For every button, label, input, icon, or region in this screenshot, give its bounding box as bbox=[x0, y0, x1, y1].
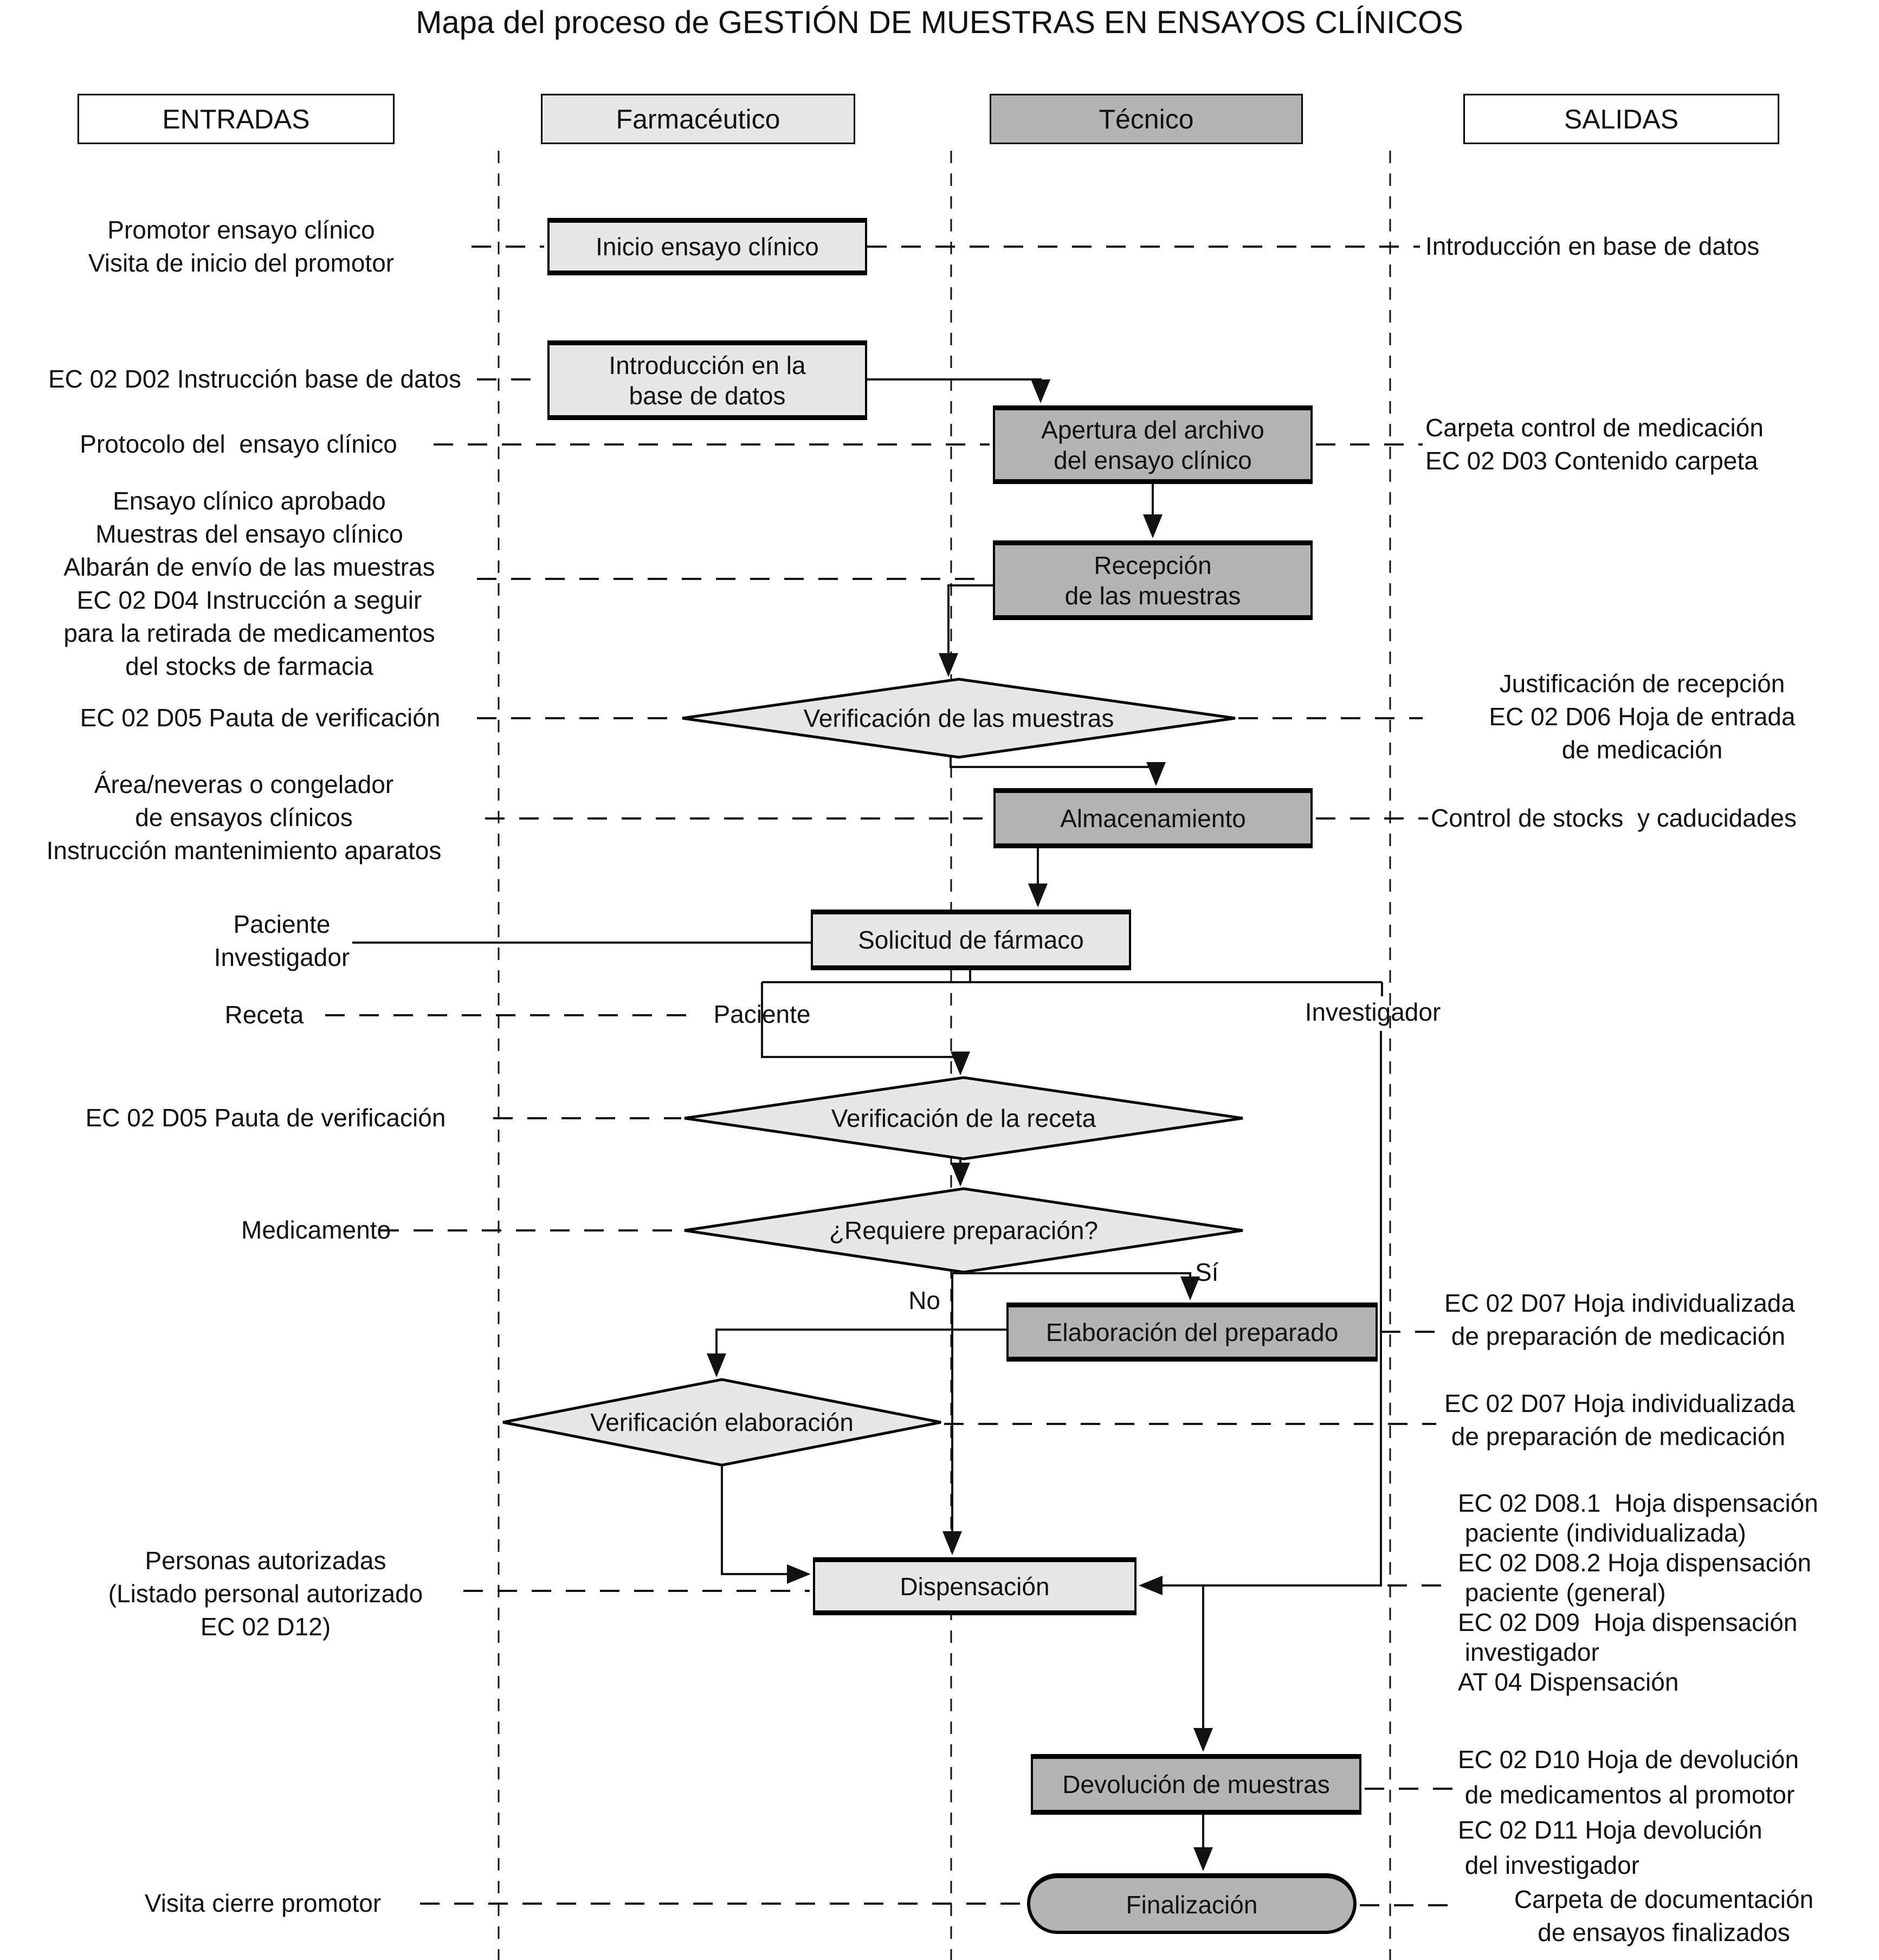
output-carpeta-control: Carpeta control de medicación EC 02 D03 … bbox=[1425, 414, 1764, 475]
output-hojas-dispensacion: EC 02 D08.1 Hoja dispensación paciente (… bbox=[1458, 1489, 1818, 1696]
node-inicio-ensayo: Inicio ensayo clínico bbox=[547, 218, 867, 275]
decision-verificacion-muestras-shape bbox=[682, 678, 1236, 759]
decision-verificacion-receta: Verificación de la receta bbox=[831, 1104, 1096, 1132]
node-finalizacion: Finalización bbox=[1027, 1873, 1357, 1934]
output-introduccion-bd: Introducción en base de datos bbox=[1425, 232, 1760, 260]
input-promotor: Promotor ensayo clínico Visita de inicio… bbox=[88, 216, 395, 277]
input-paciente-investigador: Paciente Investigador bbox=[214, 910, 350, 971]
input-medicamento: Medicamento bbox=[241, 1216, 391, 1244]
node-apertura-archivo: Apertura del archivo del ensayo clínico bbox=[993, 405, 1313, 484]
node-introduccion-bd: Introducción en la base de datos bbox=[547, 340, 867, 420]
output-justificacion: Justificación de recepción EC 02 D06 Hoj… bbox=[1489, 669, 1796, 764]
input-receta: Receta bbox=[224, 1001, 304, 1029]
input-protocolo: Protocolo del ensayo clínico bbox=[80, 430, 397, 458]
input-pauta-verificacion-2: EC 02 D05 Pauta de verificación bbox=[85, 1104, 446, 1132]
decision-verificacion-receta-shape bbox=[684, 1076, 1243, 1160]
output-control-stocks: Control de stocks y caducidades bbox=[1431, 804, 1797, 832]
edge-label-paciente: Paciente bbox=[713, 1000, 811, 1028]
node-recepcion-muestras: Recepción de las muestras bbox=[993, 540, 1313, 620]
node-devolucion-muestras: Devolución de muestras bbox=[1031, 1754, 1361, 1815]
input-pauta-verificacion-1: EC 02 D05 Pauta de verificación bbox=[80, 704, 441, 732]
input-personas-autorizadas: Personas autorizadas (Listado personal a… bbox=[108, 1546, 423, 1641]
node-dispensacion: Dispensación bbox=[813, 1557, 1137, 1615]
lane-header-salidas: SALIDAS bbox=[1463, 94, 1779, 144]
page-title: Mapa del proceso de GESTIÓN DE MUESTRAS … bbox=[416, 5, 1463, 40]
edge-label-no: No bbox=[908, 1286, 940, 1314]
output-hoja-individualizada-2: EC 02 D07 Hoja individualizada de prepar… bbox=[1444, 1389, 1795, 1450]
input-area-neveras: Área/neveras o congelador de ensayos clí… bbox=[46, 770, 442, 865]
decision-verificacion-elaboracion: Verificación elaboración bbox=[590, 1408, 854, 1436]
input-instruccion-bd: EC 02 D02 Instrucción base de datos bbox=[48, 365, 461, 393]
lane-header-entradas: ENTRADAS bbox=[78, 94, 395, 144]
output-hoja-individualizada-1: EC 02 D07 Hoja individualizada de prepar… bbox=[1444, 1289, 1795, 1350]
node-solicitud-farmaco: Solicitud de fármaco bbox=[811, 910, 1131, 970]
decision-verificacion-muestras: Verificación de las muestras bbox=[803, 704, 1114, 732]
decision-requiere-preparacion-shape bbox=[684, 1187, 1243, 1274]
input-visita-cierre: Visita cierre promotor bbox=[144, 1889, 382, 1917]
decision-requiere-preparacion: ¿Requiere preparación? bbox=[829, 1216, 1099, 1245]
input-ensayo-aprobado: Ensayo clínico aprobado Muestras del ens… bbox=[63, 487, 435, 680]
decision-verificacion-elaboracion-shape bbox=[502, 1378, 941, 1467]
edge-label-si: Sí bbox=[1195, 1258, 1219, 1286]
output-carpeta-documentacion: Carpeta de documentación de ensayos fina… bbox=[1514, 1885, 1814, 1946]
node-almacenamiento: Almacenamiento bbox=[993, 788, 1313, 848]
output-hojas-devolucion: EC 02 D10 Hoja de devolución de medicame… bbox=[1458, 1745, 1799, 1879]
node-elaboracion-preparado: Elaboración del preparado bbox=[1006, 1303, 1378, 1362]
lane-header-farmaceutico: Farmacéutico bbox=[541, 94, 855, 144]
lane-header-tecnico: Técnico bbox=[990, 94, 1303, 144]
edge-label-investigador: Investigador bbox=[1305, 998, 1441, 1026]
